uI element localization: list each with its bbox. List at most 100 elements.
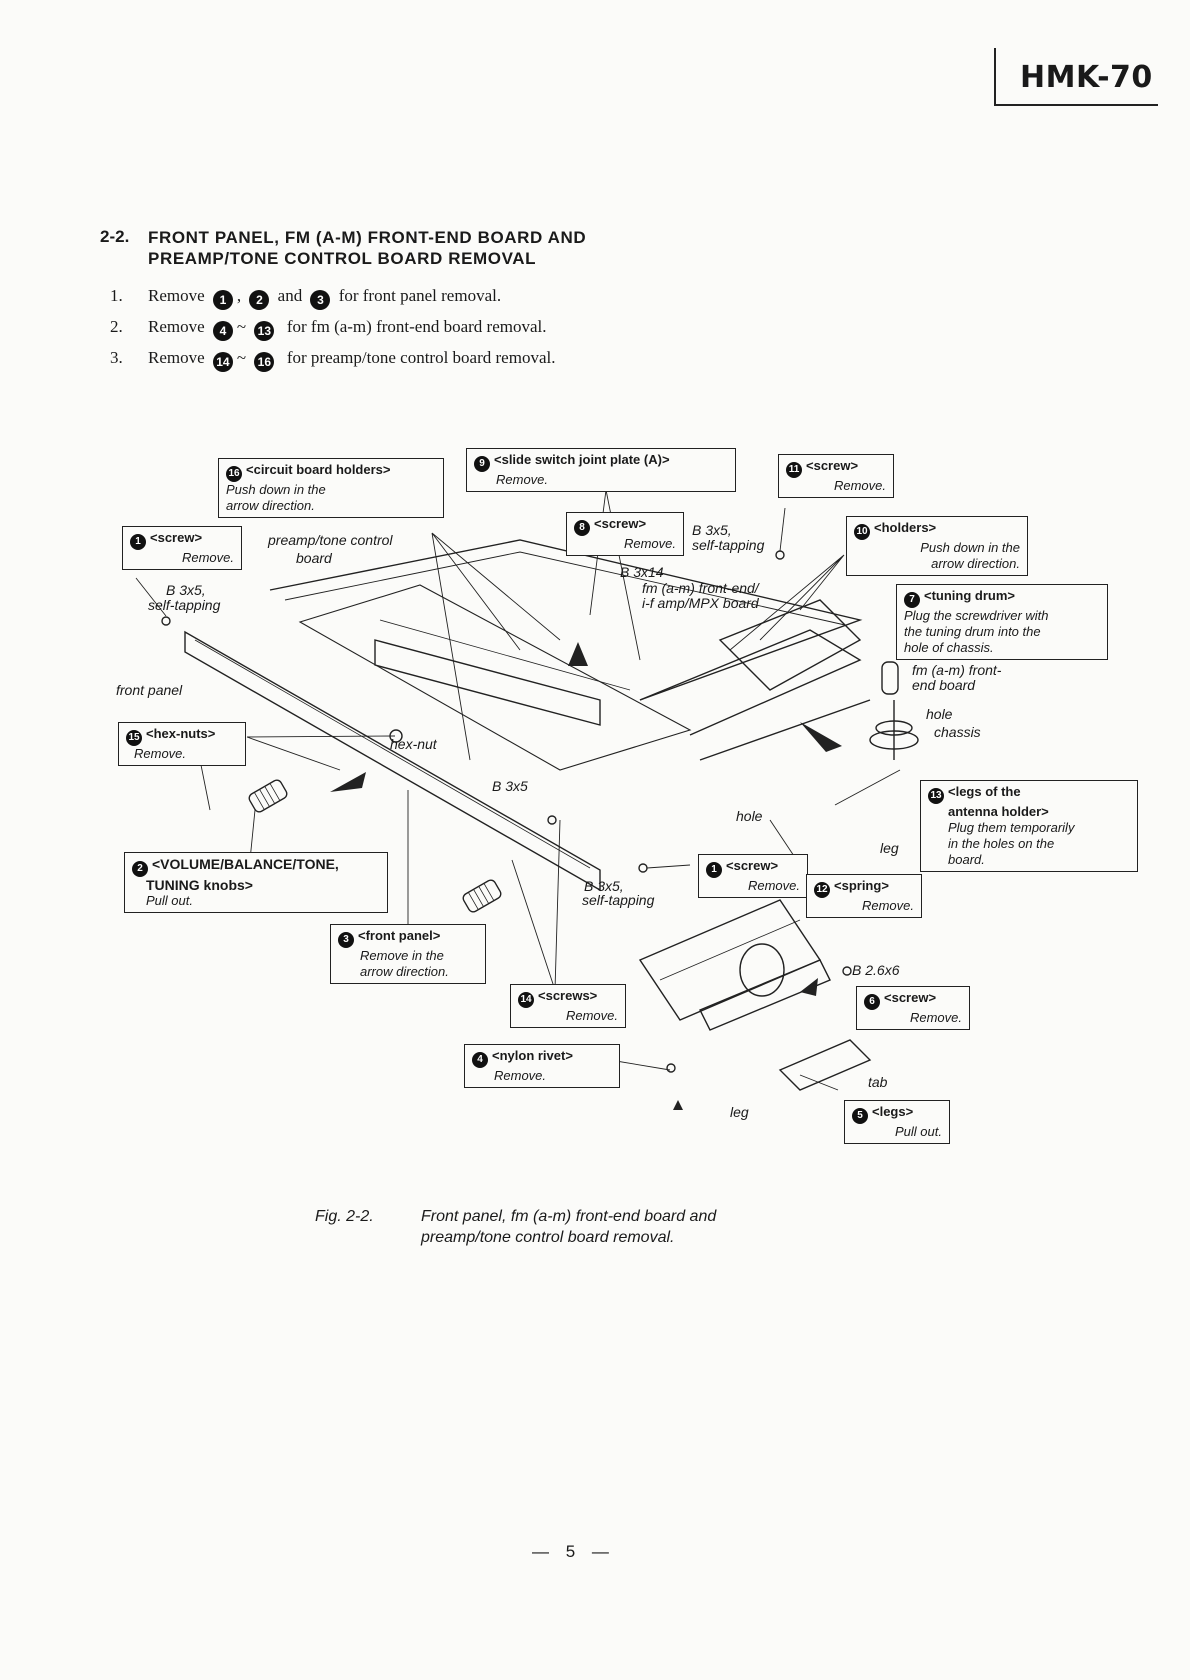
callout-note: Remove. <box>909 1010 962 1025</box>
callout-number: 15 <box>126 730 142 746</box>
callout-screws-14: 14 <screws> Remove. <box>510 984 626 1028</box>
callout-note: Remove. <box>747 878 800 893</box>
callout-heading: <VOLUME/BALANCE/TONE, <box>152 856 339 872</box>
callout-heading: <legs of the <box>948 784 1021 799</box>
step-number: 3. <box>110 348 123 367</box>
callout-number: 11 <box>786 462 802 478</box>
section-title-line1: FRONT PANEL, FM (A-M) FRONT-END BOARD AN… <box>148 228 587 247</box>
step-text: for fm (a-m) front-end board removal. <box>286 317 547 336</box>
label-tab: tab <box>868 1074 888 1090</box>
callout-heading: <screw> <box>150 530 203 545</box>
callout-note: the tuning drum into the <box>904 624 1041 639</box>
callout-screw-11: 11<screw> Remove. <box>778 454 894 498</box>
callout-heading: <screw> <box>726 858 779 873</box>
callout-number: 14 <box>518 992 534 1008</box>
callout-number: 7 <box>904 592 920 608</box>
figure-number: Fig. 2-2. <box>315 1208 374 1225</box>
label-hole-mid: hole <box>736 808 763 824</box>
step-marker: 1 <box>212 290 233 310</box>
callout-number: 16 <box>226 466 242 482</box>
step-separator: ~ <box>236 317 247 336</box>
callout-note: Remove. <box>861 898 914 913</box>
callout-note: Remove. <box>134 746 187 761</box>
callout-note: hole of chassis. <box>904 640 994 655</box>
label-b3x5-mid: B 3x5 <box>492 778 528 794</box>
callout-holders: 10 <holders> Push down in the arrow direc… <box>846 516 1028 576</box>
label-self-tapping-top: self-tapping <box>692 537 765 553</box>
callout-note: in the holes on the <box>948 836 1055 851</box>
label-fm-front-end-2: fm (a-m) front- <box>912 662 1002 678</box>
callout-nylon-rivet: 4<nylon rivet> Remove. <box>464 1044 620 1088</box>
label-b3x5-bottom: B 3x5, <box>584 878 624 894</box>
callout-antenna-holder-legs: 13<legs of the antenna holder> Plug them… <box>920 780 1138 872</box>
step-text: for preamp/tone control board removal. <box>286 348 556 367</box>
page-number: — 5 — <box>532 1542 615 1561</box>
callout-heading: <spring> <box>834 878 889 893</box>
step-verb: Remove <box>148 317 205 336</box>
label-hole-right: hole <box>926 706 953 722</box>
section-number: 2-2. <box>100 227 130 246</box>
callout-note: Push down in the <box>226 482 326 497</box>
callout-heading: <legs> <box>872 1104 914 1119</box>
callout-number: 12 <box>814 882 830 898</box>
step-marker: 16 <box>254 352 275 372</box>
callout-heading: <tuning drum> <box>924 588 1015 603</box>
step-separator: , <box>236 286 242 305</box>
callout-number: 13 <box>928 788 944 804</box>
caption-line2: preamp/tone control board removal. <box>421 1229 675 1246</box>
step-marker: 4 <box>212 321 233 341</box>
callout-screw-1-bottom: 1 <screw> Remove. <box>698 854 808 898</box>
label-self-tapping-bottom: self-tapping <box>582 892 655 908</box>
step-3: 3.Remove 14~ 16 for preamp/tone control … <box>110 348 555 372</box>
label-b3x14: B 3x14 <box>620 564 664 580</box>
label-chassis: chassis <box>934 724 981 740</box>
callout-note: Push down in the <box>920 540 1020 555</box>
callout-note: Remove. <box>496 472 549 487</box>
step-2: 2.Remove 4~ 13 for fm (a-m) front-end bo… <box>110 317 546 341</box>
step-number: 1. <box>110 286 123 305</box>
callout-heading: <nylon rivet> <box>492 1048 573 1063</box>
label-board: board <box>296 550 332 566</box>
callout-note: Plug the screwdriver with <box>904 608 1049 623</box>
step-separator: and <box>277 286 303 305</box>
callout-heading: TUNING knobs> <box>146 877 253 893</box>
callout-note: Pull out. <box>895 1124 942 1139</box>
label-b3x5-top: B 3x5, <box>692 522 732 538</box>
step-separator: ~ <box>236 348 247 367</box>
label-if-amp: i-f amp/MPX board <box>642 595 759 611</box>
callout-note: Remove. <box>565 1008 618 1023</box>
step-marker: 3 <box>310 290 331 310</box>
callout-number: 10 <box>854 524 870 540</box>
label-front-panel: front panel <box>116 682 183 698</box>
section-title: FRONT PANEL, FM (A-M) FRONT-END BOARD AN… <box>148 227 586 269</box>
step-1: 1.Remove 1, 2 and 3 for front panel remo… <box>110 286 501 310</box>
callout-note: arrow direction. <box>226 498 315 513</box>
callout-heading: <screws> <box>538 988 598 1003</box>
callout-legs: 5 <legs> Pull out. <box>844 1100 950 1144</box>
callout-number: 6 <box>864 994 880 1010</box>
callout-heading: <hex-nuts> <box>146 726 216 741</box>
section-title-line2: PREAMP/TONE CONTROL BOARD REMOVAL <box>148 249 537 268</box>
callout-tuning-drum: 7 <tuning drum> Plug the screwdriver with… <box>896 584 1108 660</box>
callout-slide-switch-joint-plate: 9<slide switch joint plate (A)> Remove. <box>466 448 736 492</box>
step-verb: Remove <box>148 348 205 367</box>
callout-note: Remove in the <box>360 948 444 963</box>
callout-number: 5 <box>852 1108 868 1124</box>
callout-note: arrow direction. <box>360 964 449 979</box>
callout-heading: <screw> <box>594 516 647 531</box>
label-leg-right: leg <box>880 840 899 856</box>
label-hex-nut: hex-nut <box>390 736 437 752</box>
label-leg-bottom: leg <box>730 1104 749 1120</box>
callout-heading: <screw> <box>884 990 937 1005</box>
callout-front-panel: 3<front panel> Remove in the arrow direc… <box>330 924 486 984</box>
callout-hex-nuts: 15 <hex-nuts> Remove. <box>118 722 246 766</box>
step-verb: Remove <box>148 286 205 305</box>
callout-screw-6: 6 <screw> Remove. <box>856 986 970 1030</box>
callout-heading: <holders> <box>874 520 937 535</box>
caption-line1: Front panel, fm (a-m) front-end board an… <box>421 1208 717 1225</box>
callout-note: Pull out. <box>146 893 193 908</box>
label-b3x5-left: B 3x5, <box>166 582 206 598</box>
callout-note: arrow direction. <box>931 556 1020 571</box>
callout-number: 1 <box>706 862 722 878</box>
